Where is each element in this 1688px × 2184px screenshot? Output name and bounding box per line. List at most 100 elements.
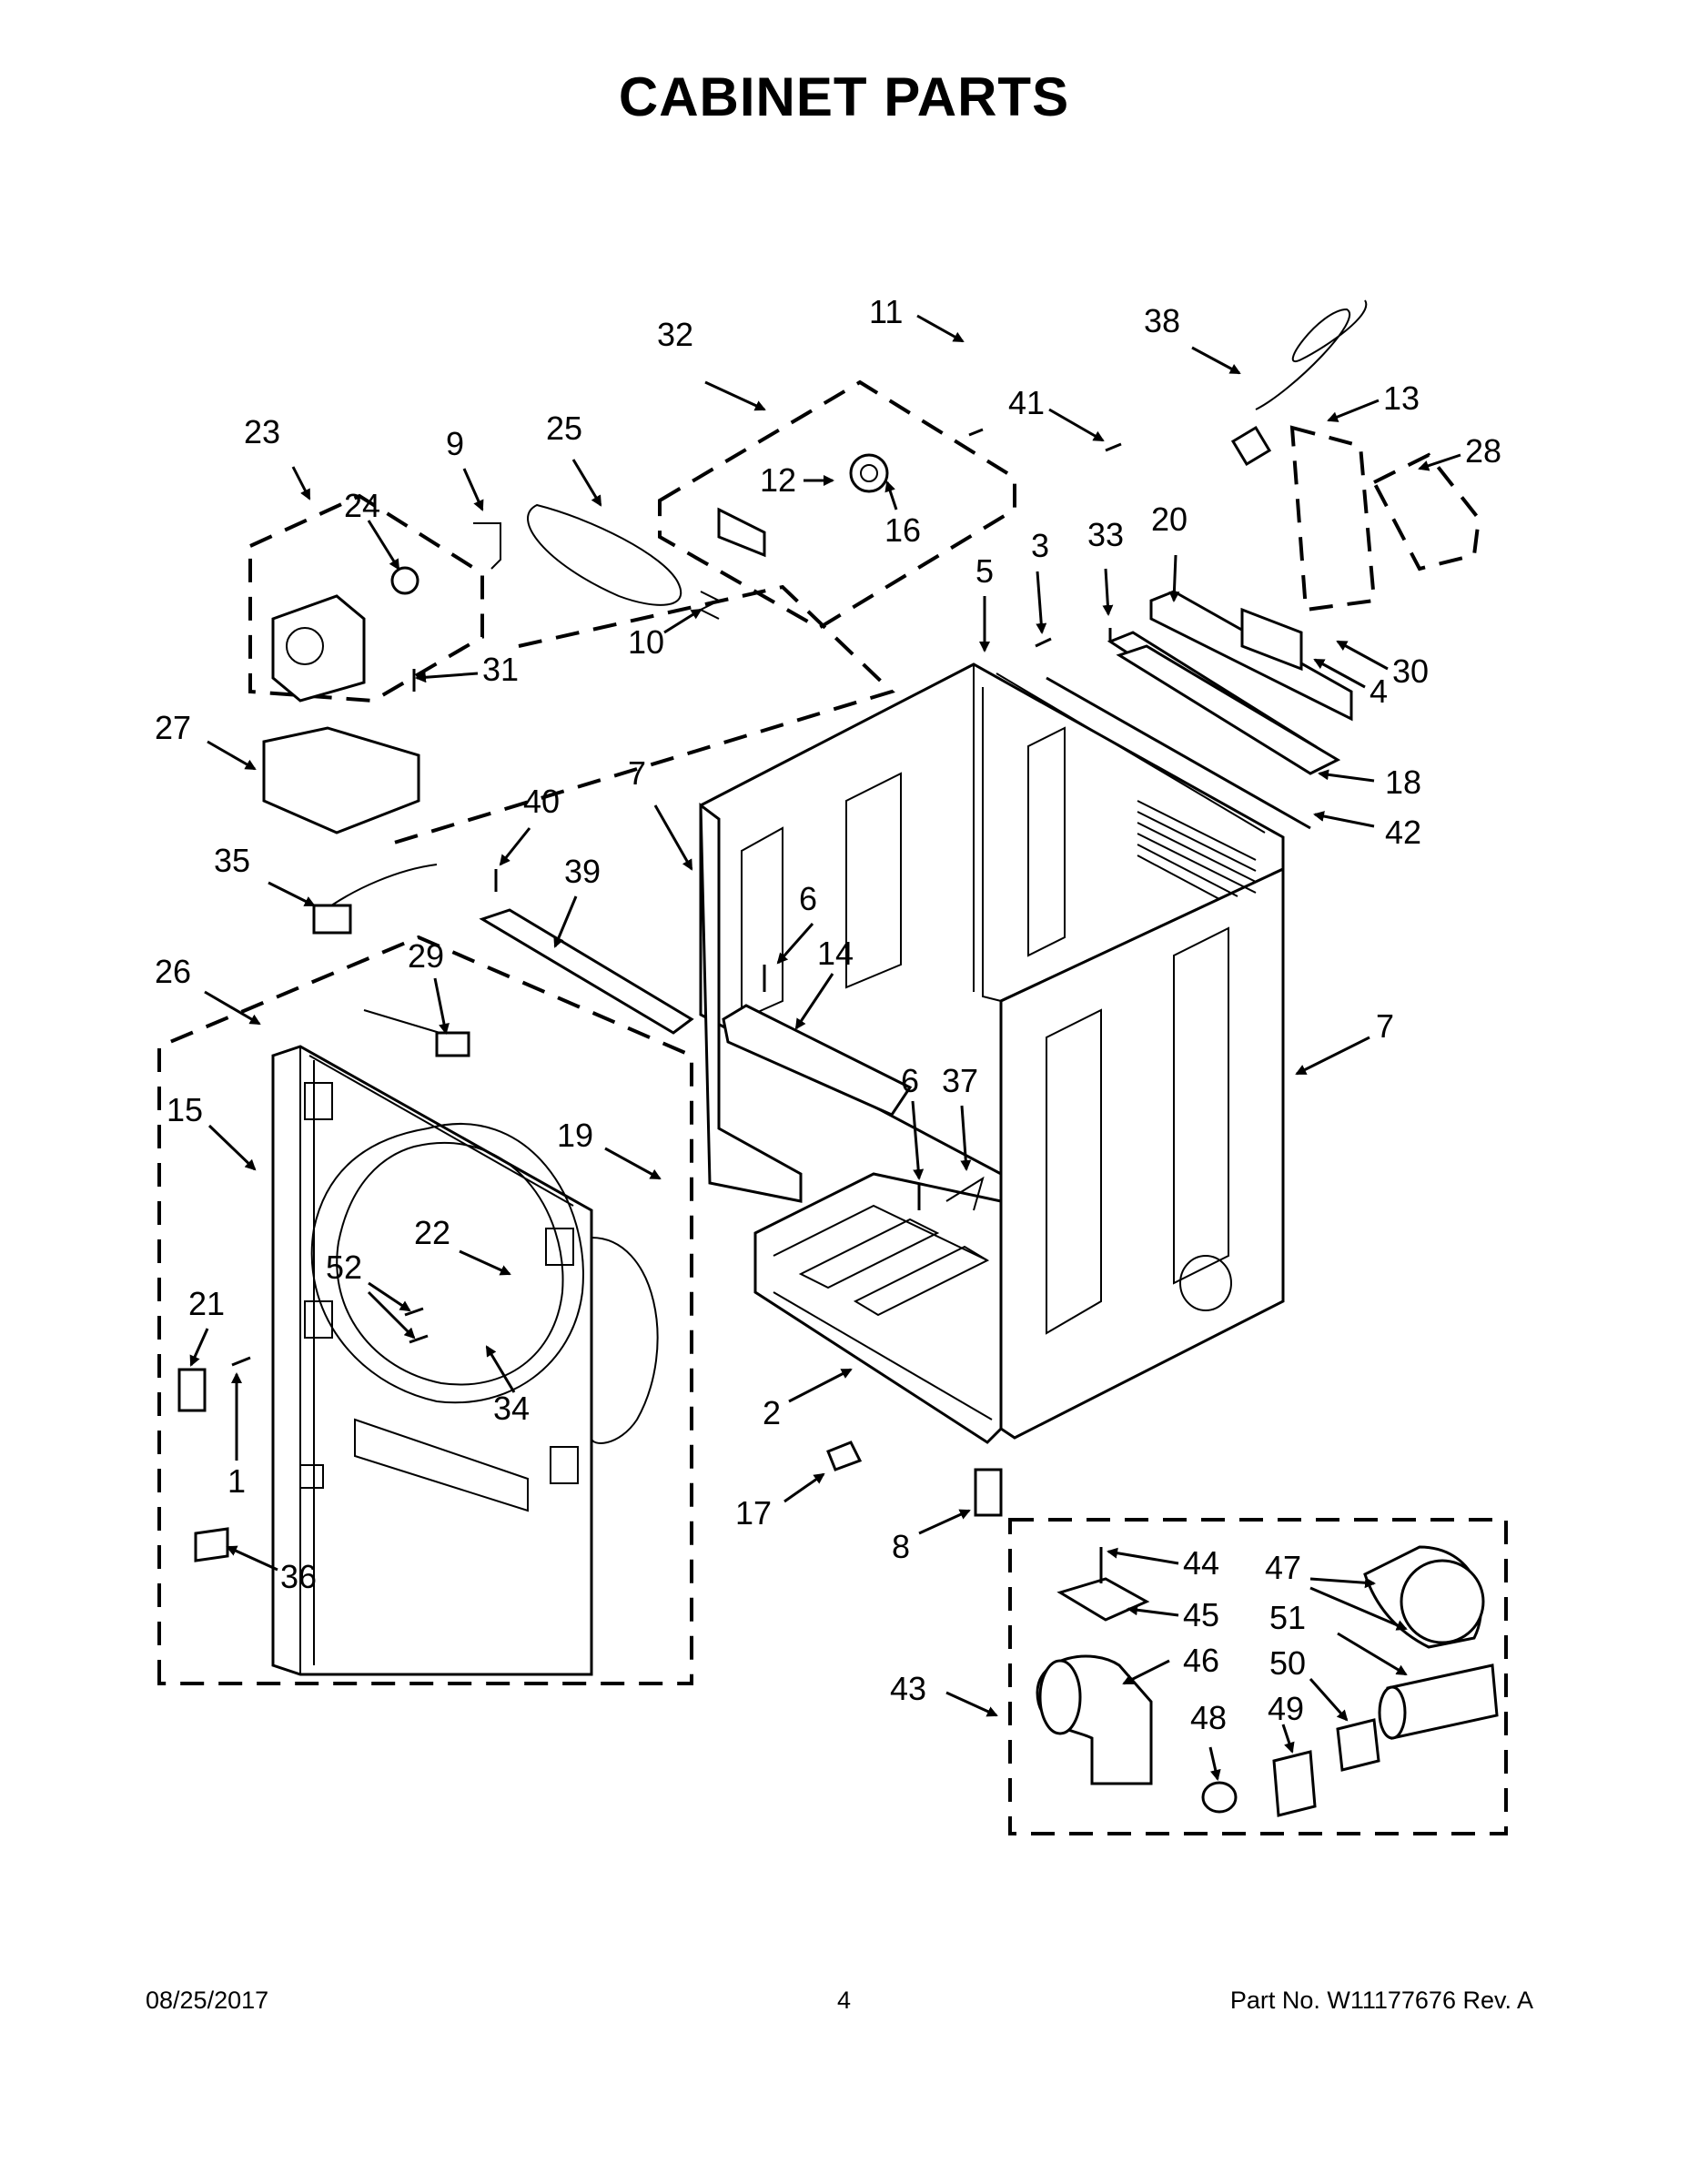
callout-23: 23: [244, 413, 280, 450]
callout-31: 31: [482, 651, 519, 688]
callout-39: 39: [564, 853, 601, 890]
door-handle: [354, 1418, 529, 1512]
group-13-box: [1289, 425, 1377, 612]
callout-10: 10: [628, 623, 664, 661]
callout-49: 49: [1268, 1690, 1304, 1727]
group-27-box: [381, 584, 895, 848]
heat-shield-slats: [1137, 800, 1257, 900]
top-rail-18: [1116, 644, 1341, 775]
terminal-block: [1240, 607, 1303, 672]
connector-49: [1272, 1750, 1317, 1817]
callout-41: 41: [1008, 384, 1045, 421]
connector-50: [1336, 1718, 1380, 1772]
callout-26: 26: [155, 953, 191, 990]
screw-52b: [409, 1334, 429, 1344]
group-26-box: [157, 935, 693, 1685]
group-32-box: [658, 379, 1016, 631]
callout-27: 27: [155, 709, 191, 746]
bracket-14: [722, 1004, 913, 1117]
power-cord: [1255, 299, 1368, 410]
leveling-foot: [974, 1468, 1003, 1517]
callout-14: 14: [817, 935, 854, 972]
callout-33: 33: [1087, 516, 1124, 553]
screw-52a: [404, 1307, 424, 1317]
label-21: [177, 1368, 207, 1412]
callout-21: 21: [188, 1285, 225, 1322]
screw-11: [968, 428, 984, 437]
idler-spring: [698, 591, 722, 620]
callout-25: 25: [546, 410, 582, 447]
callout-38: 38: [1144, 302, 1180, 339]
top-bracket: [1149, 590, 1353, 722]
door-seal-arc: [591, 1237, 659, 1444]
callout-3: 3: [1031, 527, 1049, 564]
footer-date: 08/25/2017: [146, 1987, 269, 2014]
callout-34: 34: [493, 1390, 530, 1427]
access-plug-36: [194, 1527, 229, 1562]
drum-roller: [849, 453, 889, 493]
callout-47: 47: [1265, 1549, 1301, 1586]
callout-51: 51: [1269, 1599, 1306, 1636]
drive-belt: [527, 503, 682, 606]
screw-3: [1035, 637, 1052, 648]
callout-19: 19: [557, 1117, 593, 1154]
callout-15: 15: [167, 1091, 203, 1128]
callout-32: 32: [657, 316, 693, 353]
front-panel-support-39: [479, 908, 694, 1035]
callout-28: 28: [1465, 432, 1501, 470]
callout-42: 42: [1385, 814, 1421, 851]
callout-2: 2: [763, 1394, 781, 1431]
cord-clip-17: [826, 1441, 863, 1471]
side-panel-emboss-1: [1046, 1008, 1102, 1335]
callout-46: 46: [1183, 1642, 1219, 1679]
footer-part-number: Part No. W11177676 Rev. A: [1229, 1987, 1533, 2014]
ground-wire-37: [945, 1176, 985, 1211]
motor-clip: [473, 522, 501, 570]
callout-44: 44: [1183, 1544, 1219, 1582]
callout-6b: 6: [901, 1062, 919, 1099]
motor-pulley-clip: [390, 566, 419, 595]
plate-45: [1056, 1577, 1150, 1622]
callout-48: 48: [1190, 1699, 1227, 1736]
callout-36: 36: [280, 1558, 317, 1595]
front-panel-outline: [271, 1045, 593, 1676]
callout-17: 17: [735, 1494, 772, 1532]
side-panel-emboss-2: [1173, 926, 1229, 1285]
cabinet-base: [753, 1172, 1003, 1444]
group-23-box: [248, 493, 484, 703]
group-boxes: [157, 379, 1508, 1835]
callout-52: 52: [326, 1249, 362, 1286]
callout-43: 43: [890, 1670, 926, 1707]
callout-20: 20: [1151, 500, 1188, 538]
gasket-strip-42: [1046, 676, 1311, 830]
callout-1: 1: [227, 1462, 246, 1500]
drum-support-bracket: [717, 507, 766, 558]
callout-37: 37: [942, 1062, 978, 1099]
door-opening: [310, 1123, 584, 1404]
callout-numbers: 11 32 41 38 13 28 12 16 23 9 25 24 10 5 …: [155, 293, 1501, 1736]
motor-bracket: [262, 726, 420, 834]
callout-22: 22: [414, 1214, 450, 1251]
back-panel-emboss-3: [1027, 726, 1066, 957]
callout-16: 16: [884, 511, 921, 549]
clamp-48: [1201, 1781, 1238, 1814]
callout-7b: 7: [1376, 1007, 1394, 1045]
group-43-box: [1008, 1518, 1508, 1835]
page-title: CABINET PARTS: [618, 66, 1070, 127]
group-28-box: [1371, 452, 1481, 571]
footer-page-number: 4: [836, 1987, 852, 2014]
screw-41: [1105, 442, 1122, 452]
back-panel-emboss-1: [741, 826, 783, 1021]
callout-8: 8: [892, 1528, 910, 1565]
cabinet-left-side: [699, 802, 803, 1203]
front-panel: [271, 1045, 659, 1676]
callout-6a: 6: [799, 880, 817, 917]
leader-arrows: [189, 314, 1461, 1781]
callout-18: 18: [1385, 763, 1421, 801]
callout-9: 9: [446, 425, 464, 462]
callout-24: 24: [344, 487, 380, 524]
callout-5: 5: [975, 552, 994, 590]
callout-40: 40: [523, 783, 560, 820]
callout-50: 50: [1269, 1644, 1306, 1682]
